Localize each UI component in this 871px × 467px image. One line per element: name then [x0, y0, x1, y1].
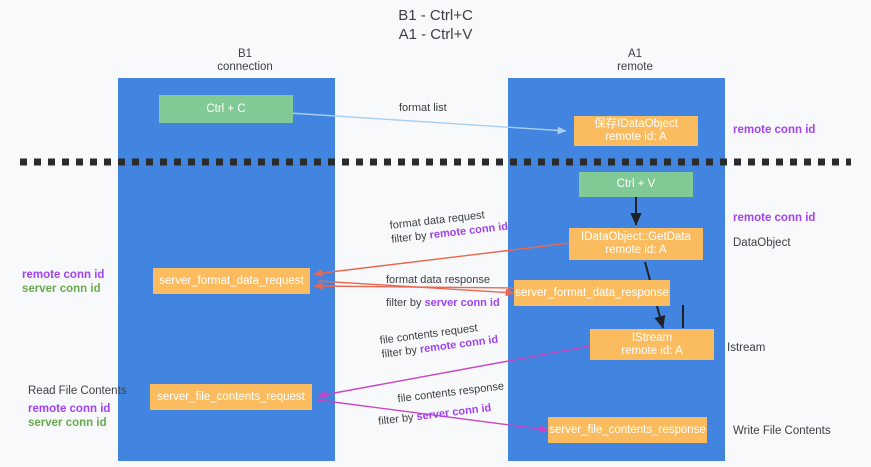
- column-header-b1: B1 connection: [155, 48, 335, 74]
- box-store-idataobject-line1: 保存IDataObject: [594, 118, 678, 130]
- box-getdata-line2: remote id: A: [605, 244, 667, 256]
- left-label-server-conn-id-2: server conn id: [28, 417, 107, 429]
- column-header-a1-sub: remote: [617, 61, 653, 73]
- box-server-file-contents-request[interactable]: server_file_contents_request: [150, 384, 312, 410]
- left-label-remote-conn-id-2: remote conn id: [28, 403, 111, 415]
- arrow-file-contents-response: [317, 399, 549, 433]
- right-label-remote-conn-id-1: remote conn id: [733, 124, 816, 136]
- box-server-format-data-request-label: server_format_data_request: [159, 274, 304, 287]
- edge-label-format-list-text: format list: [399, 102, 447, 114]
- box-server-file-contents-response-label: server_file_contents_response: [549, 423, 706, 436]
- box-server-format-data-response-label: server_format_data_response: [515, 286, 669, 299]
- left-label-server-conn-id: server conn id: [22, 283, 101, 295]
- arrow-file-contents-request: [317, 345, 591, 399]
- right-label-istream: Istream: [727, 342, 766, 354]
- left-label-remote-conn-id: remote conn id: [22, 269, 105, 281]
- edge-label-format-data-response-line2: filter by server conn id: [386, 296, 500, 310]
- edge-label-format-list: format list: [399, 101, 447, 115]
- right-label-dataobject: DataObject: [733, 237, 791, 249]
- title-line-2: A1 - Ctrl+V: [398, 26, 473, 43]
- box-ctrl-c-label: Ctrl + C: [206, 102, 246, 115]
- box-server-format-data-response[interactable]: server_format_data_response: [514, 280, 670, 306]
- arrow-format-data-request: [313, 242, 571, 277]
- column-header-a1: A1 remote: [545, 48, 725, 74]
- left-label-read-file-contents: Read File Contents: [28, 385, 127, 397]
- box-istream-line1: IStream: [631, 331, 673, 344]
- right-label-remote-conn-id-2: remote conn id: [733, 212, 816, 224]
- edge-label-format-data-response-line1: format data response: [386, 274, 490, 286]
- box-ctrl-v-label: Ctrl + V: [616, 178, 656, 190]
- box-server-file-contents-request-label: server_file_contents_request: [157, 390, 305, 403]
- column-header-b1-sub: connection: [217, 61, 273, 73]
- box-ctrl-c[interactable]: Ctrl + C: [159, 95, 293, 123]
- title-line-1: B1 - Ctrl+C: [398, 7, 473, 24]
- right-label-write-file-contents: Write File Contents: [733, 425, 831, 437]
- box-server-file-contents-response[interactable]: server_file_contents_response: [548, 417, 707, 443]
- edge-label-fdres-prefix: filter by: [386, 297, 425, 309]
- box-istream-line2: remote id: A: [621, 344, 683, 357]
- box-ctrl-v[interactable]: Ctrl + V: [579, 172, 693, 197]
- box-store-idataobject[interactable]: 保存IDataObject remote id: A: [574, 116, 698, 146]
- box-store-idataobject-line2: remote id: A: [605, 131, 667, 143]
- column-header-b1-name: B1: [237, 48, 253, 60]
- diagram-title: B1 - Ctrl+C A1 - Ctrl+V: [0, 6, 871, 44]
- box-server-format-data-request[interactable]: server_format_data_request: [153, 268, 310, 294]
- arrow-format-list: [273, 111, 567, 135]
- box-istream[interactable]: IStream remote id: A: [590, 329, 714, 360]
- edge-label-format-data-response: format data response filter by server co…: [386, 273, 500, 310]
- column-header-a1-name: A1: [627, 48, 643, 60]
- arrow-format-data-response-right: [317, 280, 515, 297]
- edge-label-fdres-highlight: server conn id: [424, 297, 500, 309]
- box-idataobject-getdata[interactable]: IDataObject::GetData remote id: A: [569, 228, 703, 260]
- box-getdata-line1: IDataObject::GetData: [581, 231, 691, 243]
